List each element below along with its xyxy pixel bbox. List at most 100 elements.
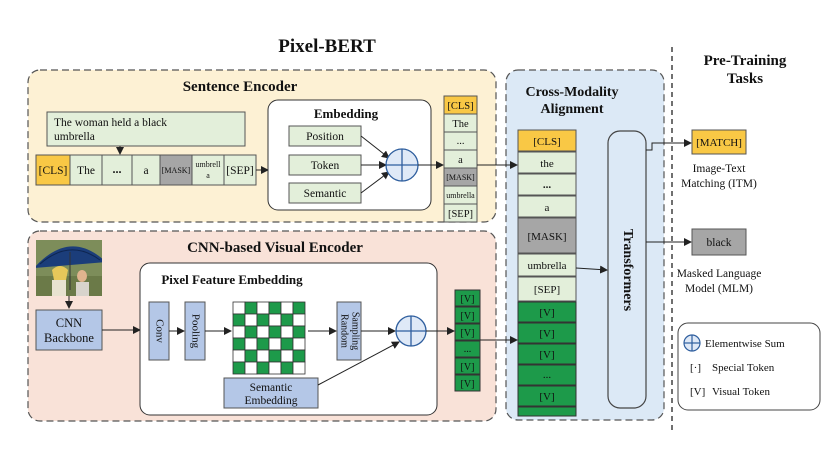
sentence-box (46, 111, 246, 147)
embedding-title: Embedding (314, 106, 379, 121)
visual-out-label-2: [V] (461, 311, 475, 322)
feature-grid-cell (292, 349, 306, 363)
visual-out-token-2 (454, 306, 481, 324)
transformers-label: Transformers (620, 229, 635, 312)
cross-token-cls-label: [CLS] (533, 136, 561, 148)
feature-grid-cell (280, 313, 294, 327)
cross-token-v-3 (517, 343, 577, 365)
text-out-a-label: a (458, 155, 463, 166)
input-token-the-label: The (77, 165, 95, 177)
input-token-cls-label: [CLS] (39, 165, 68, 177)
feature-grid-cell (244, 313, 258, 327)
mlm-caption-line2: Model (MLM) (685, 283, 753, 295)
visual-output-column: [V] [V] [V] ... [V] [V] (454, 289, 481, 392)
feature-grid-cell (292, 325, 306, 339)
cross-token-mask (517, 217, 577, 254)
cross-token-mask-label: [MASK] (527, 231, 566, 243)
embedding-position-label: Position (306, 131, 344, 143)
input-token-mask (159, 154, 193, 186)
feature-grid-cell (232, 325, 246, 339)
text-elementwise-sum-icon (385, 148, 419, 182)
feature-grid-cell (244, 325, 258, 339)
random-sampling-line2: Sampling (350, 312, 361, 350)
text-out-sep (443, 203, 478, 223)
pooling-label: Pooling (189, 314, 201, 349)
visual-encoder-title: CNN-based Visual Encoder (187, 240, 363, 256)
input-token-umbrella-label1: umbrell (196, 160, 222, 169)
cross-token-v-1-label: [V] (539, 307, 554, 319)
legend-sum-label: Elementwise Sum (705, 338, 785, 350)
itm-caption-line2: Matching (ITM) (681, 178, 757, 190)
input-token-ellipsis-label: ... (113, 162, 122, 176)
visual-out-label-6: [V] (461, 379, 475, 390)
diagram-title: Pixel-BERT (278, 36, 376, 57)
legend-box (677, 322, 821, 411)
cross-token-a-label: a (545, 202, 550, 214)
mlm-token-label: black (707, 237, 732, 249)
embedding-token-label: Token (311, 160, 340, 172)
input-token-a-label: a (143, 165, 148, 177)
to-match-arrow (646, 139, 692, 151)
visual-out-token-3 (454, 323, 481, 341)
match-token-label: [MATCH] (696, 137, 742, 149)
transformers-block (607, 130, 647, 409)
text-out-ellipsis-label: ... (457, 136, 465, 147)
elementwise-sum-icon (683, 334, 701, 352)
cross-token-the-label: the (540, 158, 554, 170)
pretraining-title-line2: Tasks (727, 71, 763, 87)
visual-out-token-1 (454, 289, 481, 307)
visual-out-token-5 (454, 357, 481, 375)
cnn-backbone-line1: CNN (56, 316, 82, 330)
text-out-the-label: The (452, 119, 469, 130)
feature-grid-cell (232, 337, 246, 351)
sentence-text-line1: The woman held a black (54, 117, 167, 129)
cross-token-ellipsis-1 (517, 173, 577, 196)
feature-grid-cell (268, 301, 282, 315)
text-out-umbrella-label: umbrella (446, 191, 475, 200)
cross-token-umbrella-label: umbrella (527, 260, 566, 272)
cross-token-v-2-label: [V] (539, 328, 554, 340)
feature-grid-cell (292, 337, 306, 351)
itm-caption-line1: Image-Text (693, 163, 747, 175)
feature-grid-cell (292, 313, 306, 327)
feature-grid-cell (256, 361, 270, 375)
feature-grid-cell (268, 325, 282, 339)
sentence-text-line2: umbrella (54, 131, 95, 143)
input-token-umbrella-label2: a (206, 171, 210, 180)
cross-token-sep (517, 276, 577, 302)
sentence-encoder-title: Sentence Encoder (183, 79, 298, 95)
legend-special-label: Special Token (712, 362, 775, 374)
input-token-mask-label: [MASK] (162, 166, 191, 175)
feature-grid-cell (280, 337, 294, 351)
cnn-backbone-line2: Backbone (44, 331, 94, 345)
cross-token-ellipsis-2 (517, 364, 577, 386)
random-sampling-line1: Random (339, 314, 350, 348)
feature-grid-cell (244, 301, 258, 315)
text-out-cls-label: [CLS] (447, 101, 473, 112)
legend-visual-label: Visual Token (712, 386, 770, 398)
cross-token-ellipsis-1-label: ... (543, 179, 552, 191)
feature-grid-cell (292, 301, 306, 315)
pixel-feature-title: Pixel Feature Embedding (161, 272, 303, 287)
cross-token-cls (517, 129, 577, 152)
feature-grid-cell (256, 301, 270, 315)
visual-out-token-4 (454, 340, 481, 358)
feature-grid-cell (256, 349, 270, 363)
feature-grid-cell (280, 301, 294, 315)
cross-token-v-4-label: [V] (539, 391, 554, 403)
cross-token-a (517, 195, 577, 218)
semantic-embedding-box (223, 377, 319, 409)
feature-grid-cell (268, 313, 282, 327)
couple-with-umbrella-photo (36, 240, 102, 296)
cross-token-v-2 (517, 322, 577, 344)
feature-grid-cell (268, 337, 282, 351)
cross-token-umbrella (517, 253, 577, 277)
mlm-token-box (691, 228, 747, 256)
feature-grid-cell (232, 361, 246, 375)
feature-grid-cell (232, 349, 246, 363)
feature-grid-cell (244, 337, 258, 351)
cross-modality-title-line2: Alignment (541, 102, 604, 117)
match-token-box (691, 129, 747, 155)
feature-grid-cell (244, 349, 258, 363)
